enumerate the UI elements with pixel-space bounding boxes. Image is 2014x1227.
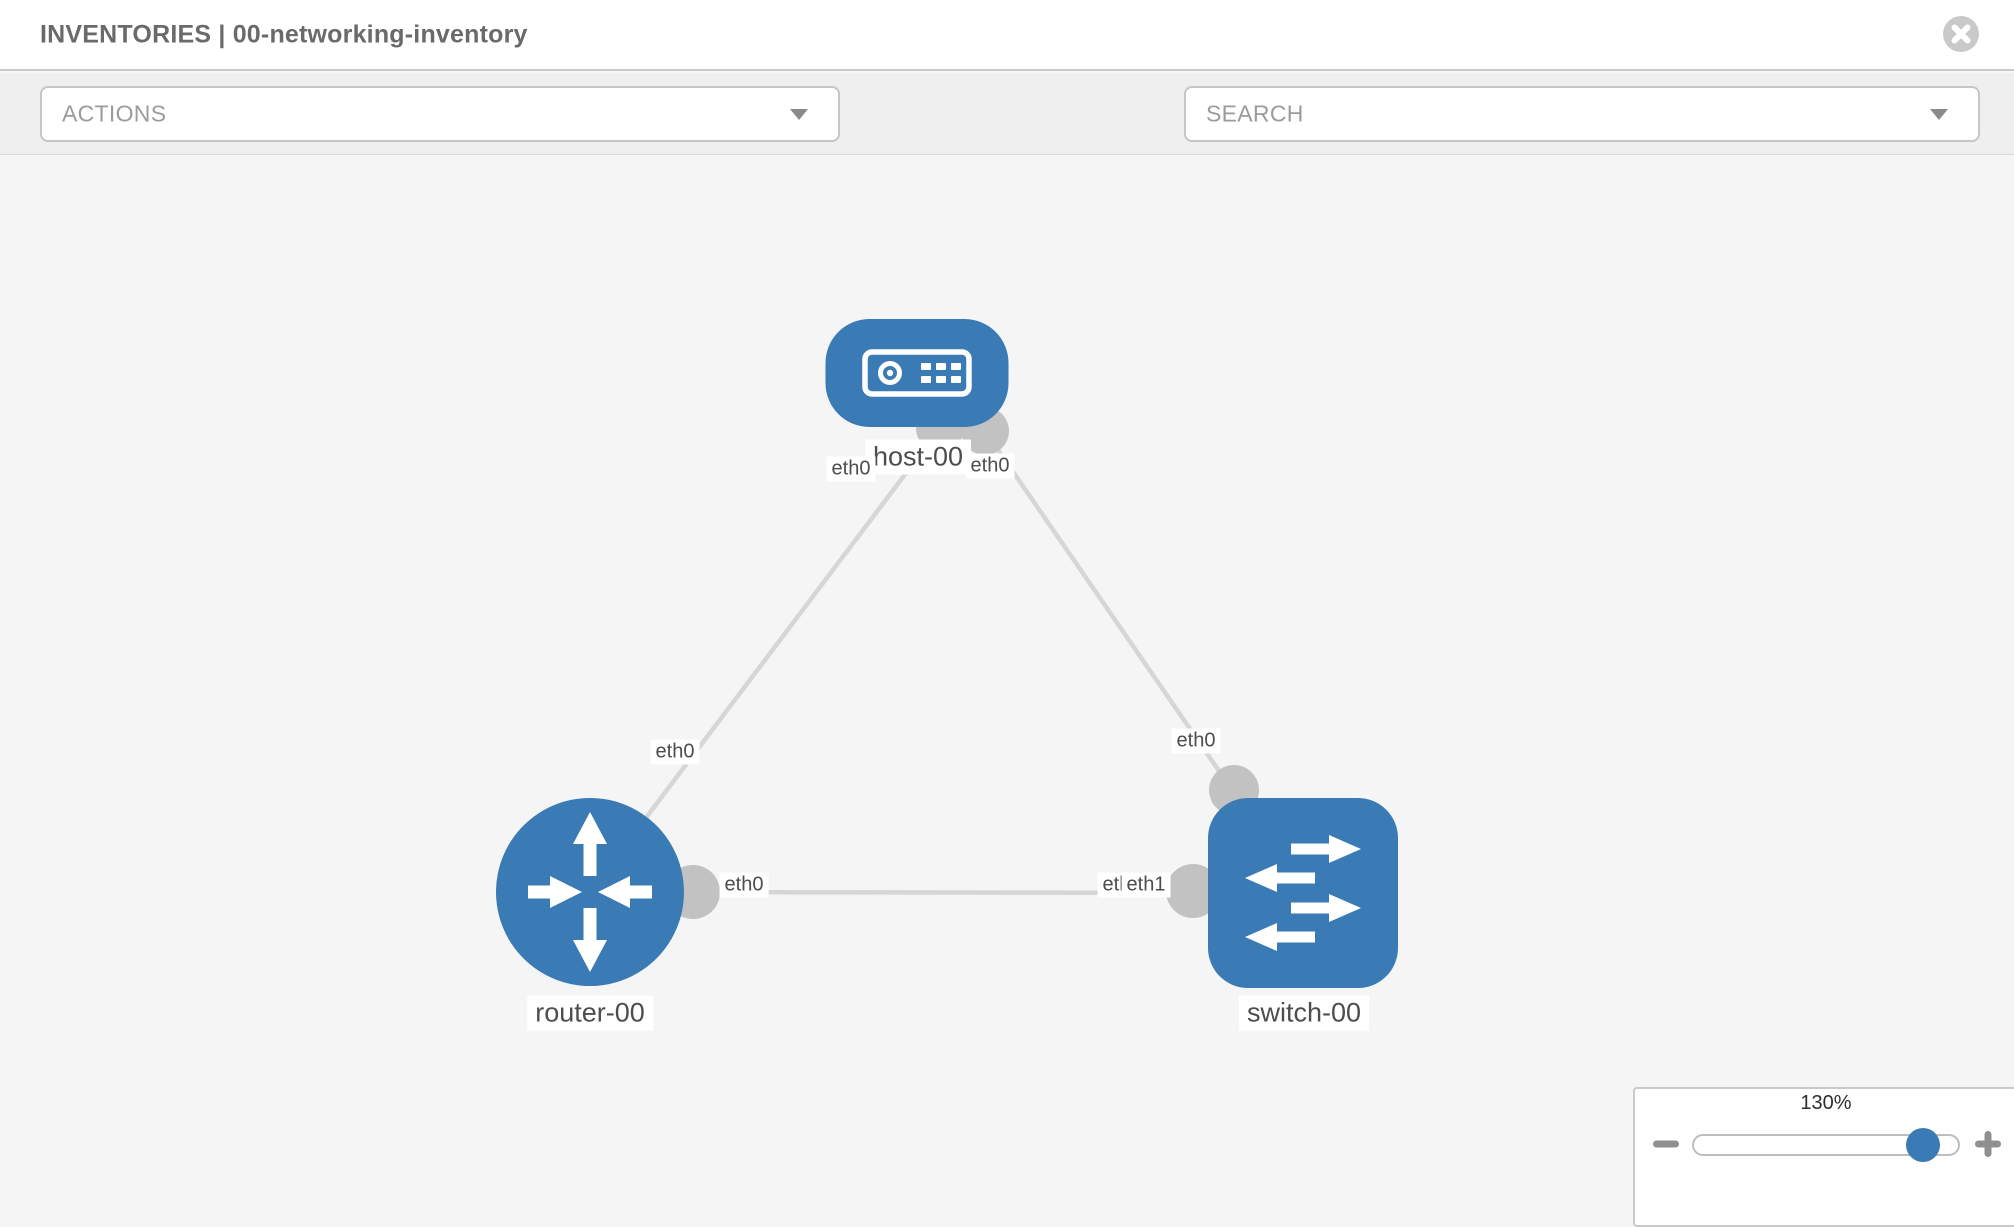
node-label-switch: switch-00: [1238, 995, 1370, 1031]
router-arrows-icon: [528, 812, 652, 972]
header-bar: INVENTORIES | 00-networking-inventory: [0, 0, 2014, 71]
close-icon: [1943, 16, 1979, 52]
interface-label: eth1: [1121, 872, 1171, 898]
link-host-router[interactable]: [588, 426, 942, 894]
zoom-slider-thumb[interactable]: [1906, 1128, 1940, 1162]
interface-label: eth0: [965, 453, 1015, 479]
node-host-00[interactable]: [825, 319, 1009, 427]
actions-dropdown[interactable]: ACTIONS: [40, 86, 840, 142]
interface-label: eth0: [719, 872, 769, 898]
zoom-slider-track[interactable]: [1692, 1128, 1960, 1162]
toolbar: ACTIONS SEARCH: [0, 73, 2014, 209]
search-dropdown[interactable]: SEARCH: [1184, 86, 1980, 142]
actions-dropdown-label: ACTIONS: [62, 100, 167, 127]
close-button[interactable]: [1942, 15, 1980, 53]
interface-label: eth0: [1171, 728, 1221, 754]
topology-canvas[interactable]: [0, 156, 2014, 1200]
chevron-down-icon: [790, 109, 808, 120]
server-icon: [862, 349, 972, 397]
interface-label: eth0: [650, 739, 700, 765]
zoom-in-plus-icon: [1975, 1130, 2001, 1157]
zoom-out-minus-icon: [1653, 1140, 1679, 1147]
page-title: INVENTORIES | 00-networking-inventory: [40, 20, 528, 48]
topology-graph[interactable]: [0, 156, 2014, 1200]
search-dropdown-label: SEARCH: [1206, 100, 1304, 127]
zoom-out-button[interactable]: [1649, 1128, 1683, 1162]
node-switch-00[interactable]: [1208, 798, 1398, 988]
ports-layer: [666, 404, 1259, 919]
chevron-down-icon: [1930, 109, 1948, 120]
links-layer: [588, 426, 1305, 896]
node-label-host: host-00: [864, 439, 972, 475]
switch-arrows-icon: [1245, 835, 1361, 951]
zoom-level-label: 130%: [1800, 1092, 1852, 1114]
zoom-control-panel: 130%: [1633, 1087, 2014, 1227]
node-router-00[interactable]: [496, 798, 684, 986]
port-circle: [1166, 864, 1220, 918]
interface-label: eth0: [826, 456, 876, 482]
zoom-in-button[interactable]: [1971, 1128, 2005, 1162]
node-label-router: router-00: [527, 995, 653, 1031]
